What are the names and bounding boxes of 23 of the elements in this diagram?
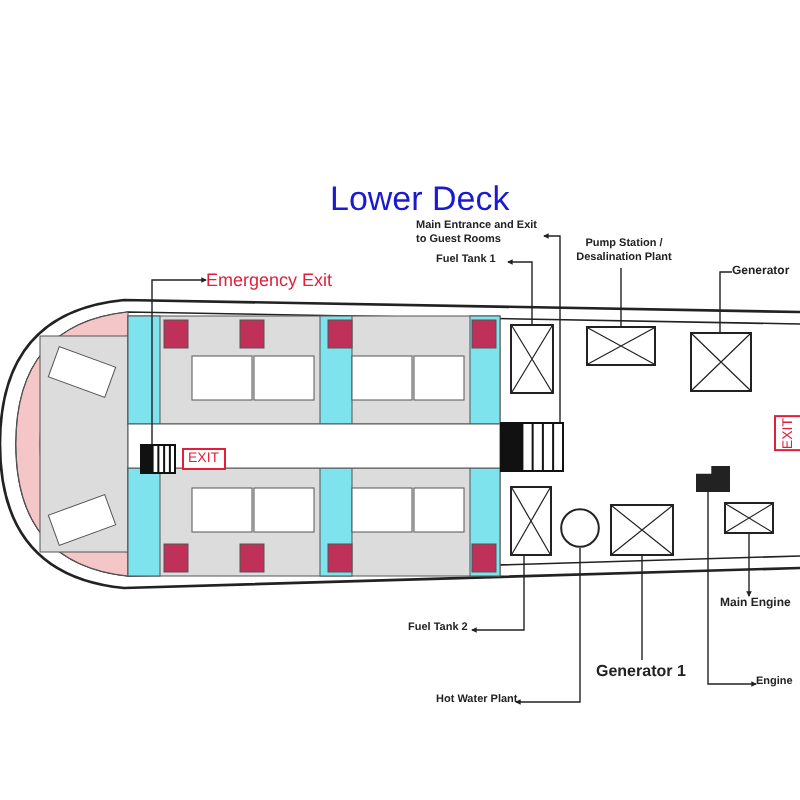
leader-line [507, 259, 533, 325]
tank-box [510, 324, 554, 394]
staircase-icon [140, 444, 176, 474]
machinery-box [724, 502, 774, 534]
tank-box [510, 486, 552, 556]
machinery-box [690, 332, 752, 392]
leader-line [151, 277, 207, 445]
leader-line [620, 267, 622, 327]
staircase-icon [500, 422, 564, 472]
leader-line [471, 555, 525, 633]
leader-line [543, 233, 561, 423]
machinery-box [586, 326, 656, 366]
leader-line [746, 533, 752, 597]
leader-line [707, 491, 757, 687]
callout-text: Emergency Exit [206, 268, 350, 292]
engine-block-icon [696, 466, 730, 492]
machinery-box [610, 504, 674, 556]
leader-line [641, 555, 643, 661]
tank-circle [560, 508, 600, 548]
leader-line [719, 271, 733, 333]
leader-line [515, 547, 581, 705]
callout-text: Generator 1 [596, 660, 696, 682]
title: Lower Deck [330, 180, 510, 220]
